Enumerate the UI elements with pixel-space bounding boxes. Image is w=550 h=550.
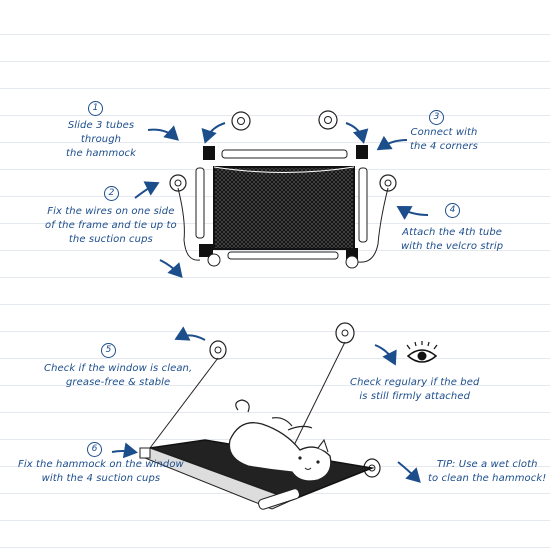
side-suction-cup-right	[357, 174, 397, 263]
step-number-2: 2	[104, 186, 119, 201]
top-suction-cup-left	[231, 111, 251, 131]
tube-bottom	[227, 251, 339, 260]
step-5-text: Check if the window is clean, grease-fre…	[44, 363, 193, 388]
step-number-1: 1	[88, 101, 103, 116]
arrow-icon	[147, 125, 179, 141]
side-suction-cup-left	[169, 174, 201, 261]
step-number-4: 4	[445, 203, 460, 218]
arrow-icon	[201, 122, 226, 144]
side-suction-cup-bottom-right	[345, 255, 359, 269]
check-note: Check regulary if the bed is still firml…	[350, 377, 480, 402]
corner-piece	[199, 244, 213, 257]
step-number-5: 5	[101, 343, 116, 358]
step-3-text: Connect with the 4 corners	[410, 127, 478, 152]
window-suction-cup	[209, 340, 227, 360]
top-suction-cup-right	[318, 110, 338, 130]
step-2-text: Fix the wires on one side of the frame a…	[45, 206, 177, 245]
side-suction-cup-bottom-left	[207, 253, 221, 267]
arrow-icon	[174, 326, 206, 341]
step-1-text: Slide 3 tubes through the hammock	[66, 120, 137, 159]
arrow-icon	[345, 122, 369, 144]
step-number-6: 6	[87, 442, 102, 457]
arrow-icon	[376, 135, 408, 151]
cat-illustration	[228, 399, 332, 482]
tube-right	[358, 167, 368, 243]
arrow-icon	[111, 442, 138, 459]
arrow-icon	[374, 344, 397, 366]
eye-icon	[406, 341, 438, 363]
corner-piece	[203, 146, 215, 160]
step-6-text: Fix the hammock on the window with the 4…	[18, 459, 184, 484]
arrow-icon	[134, 181, 160, 199]
tube-left	[195, 167, 205, 239]
arrow-icon	[397, 461, 421, 483]
step-number-3: 3	[429, 110, 444, 125]
corner-piece	[356, 145, 368, 159]
arrow-icon	[159, 259, 183, 278]
hammock-mesh	[213, 166, 355, 250]
arrow-icon	[396, 205, 429, 220]
tip-note: TIP: Use a wet cloth to clean the hammoc…	[428, 459, 547, 484]
step-4-text: Attach the 4th tube with the velcro stri…	[401, 227, 504, 252]
tube-top	[221, 149, 348, 159]
window-suction-cup	[335, 322, 355, 344]
